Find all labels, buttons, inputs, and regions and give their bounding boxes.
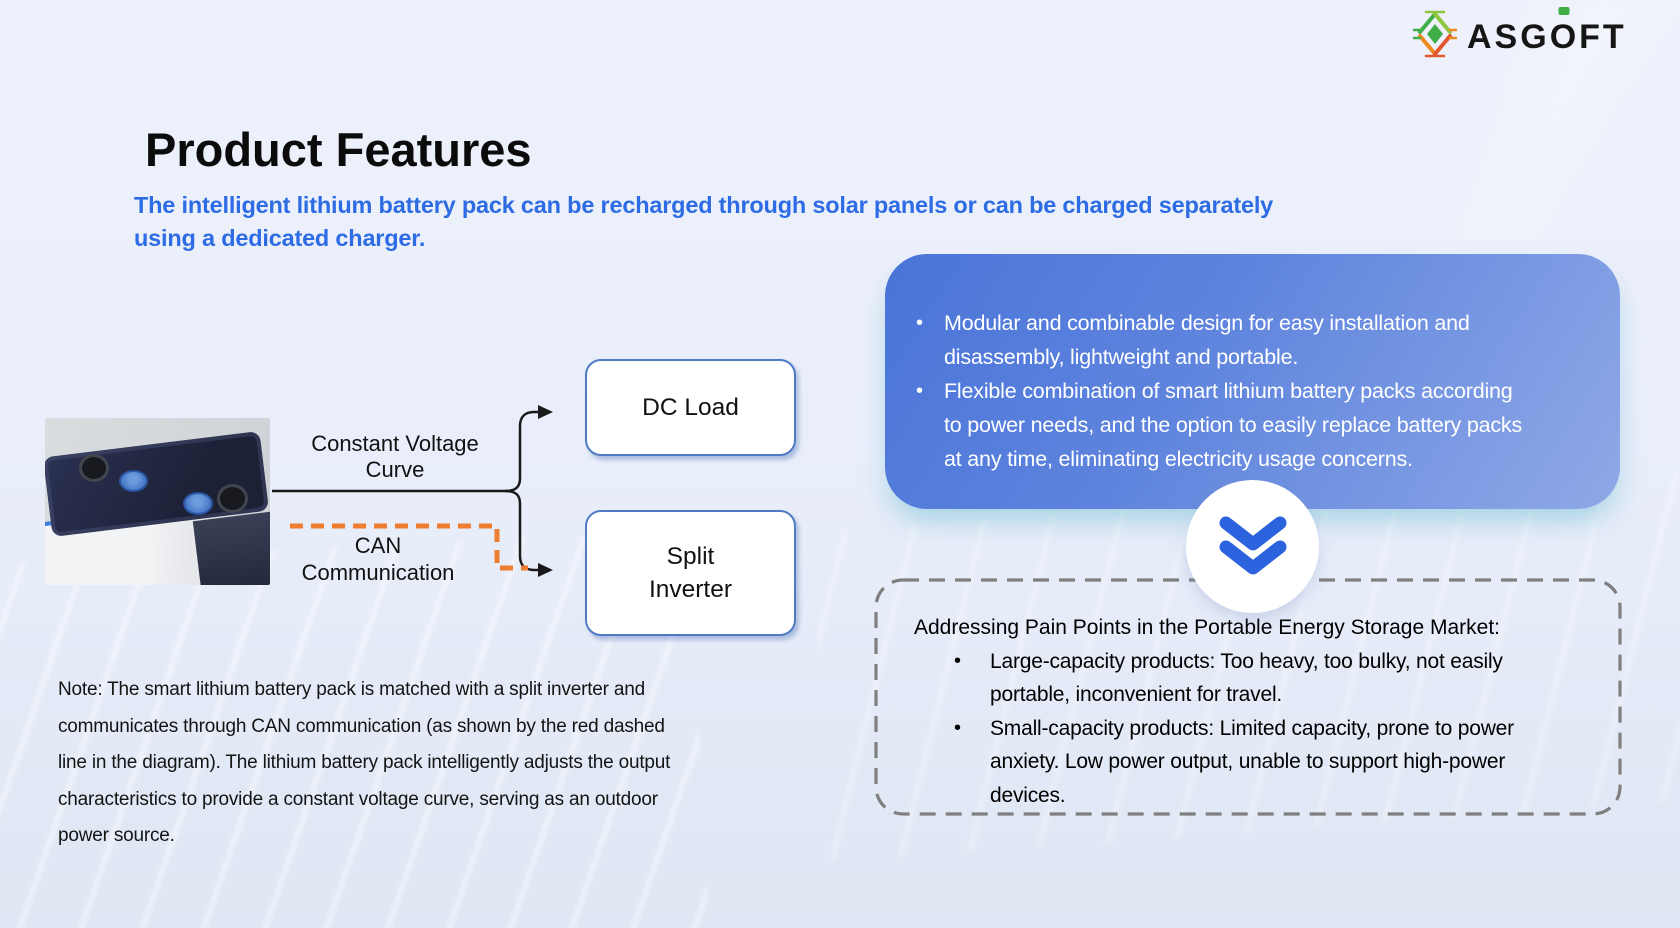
chevron-circle-badge [1186, 480, 1319, 613]
dc-load-label: DC Load [642, 394, 739, 421]
subtitle-line: The intelligent lithium battery pack can… [134, 192, 1274, 218]
feature-card-content: • Modular and combinable design for easy… [916, 306, 1590, 476]
pain-item: • Small-capacity products: Limited capac… [914, 712, 1594, 813]
battery-side [192, 511, 270, 585]
pain-card-content: Addressing Pain Points in the Portable E… [914, 611, 1594, 812]
subtitle: The intelligent lithium battery pack can… [134, 189, 1273, 255]
battery-photo [45, 418, 270, 585]
can-communication-label: CAN Communication [301, 533, 455, 585]
logo: ASG O FT [1412, 6, 1627, 65]
subtitle-line: using a dedicated charger. [134, 225, 426, 251]
brand-text-o: O [1550, 6, 1579, 63]
logo-diamond-icon [1412, 8, 1458, 65]
note-line: characteristics to provide a constant vo… [58, 788, 658, 810]
battery-connector-knob [217, 484, 248, 513]
bullet-dot: • [916, 312, 924, 334]
double-chevron-down-icon [1218, 511, 1288, 582]
brand-text-pre: ASG [1467, 17, 1550, 56]
bullet-dot: • [954, 649, 962, 672]
split-inverter-box: Split Inverter [585, 510, 796, 636]
feature-item: • Flexible combination of smart lithium … [916, 374, 1590, 476]
bullet-dot: • [916, 380, 924, 402]
feature-item: • Modular and combinable design for easy… [916, 306, 1590, 374]
pain-item: • Large-capacity products: Too heavy, to… [914, 645, 1594, 712]
note-line: power source. [58, 825, 175, 846]
brand-text-post: FT [1579, 17, 1627, 56]
brand-text: ASG O FT [1467, 6, 1627, 63]
battery-blue-cap [183, 492, 213, 515]
note-line: communicates through CAN communication (… [58, 715, 665, 737]
bullet-dot: • [954, 716, 962, 739]
pain-card: Addressing Pain Points in the Portable E… [874, 578, 1622, 816]
battery-blue-cap [119, 470, 148, 492]
note-line: line in the diagram). The lithium batter… [58, 752, 671, 773]
feature-card: • Modular and combinable design for easy… [885, 254, 1620, 509]
battery-connector-knob [79, 454, 109, 482]
constant-voltage-label: Constant Voltage Curve [311, 431, 479, 482]
logo-o-dot [1558, 6, 1570, 15]
page-title: Product Features [145, 123, 532, 176]
diagram-connector-svg [272, 405, 553, 577]
note-text: Note: The smart lithium battery pack is … [58, 672, 670, 855]
note-line: Note: The smart lithium battery pack is … [58, 679, 645, 700]
pain-title: Addressing Pain Points in the Portable E… [914, 616, 1500, 639]
dc-load-box: DC Load [585, 359, 796, 456]
split-inverter-label: Split Inverter [648, 543, 733, 603]
